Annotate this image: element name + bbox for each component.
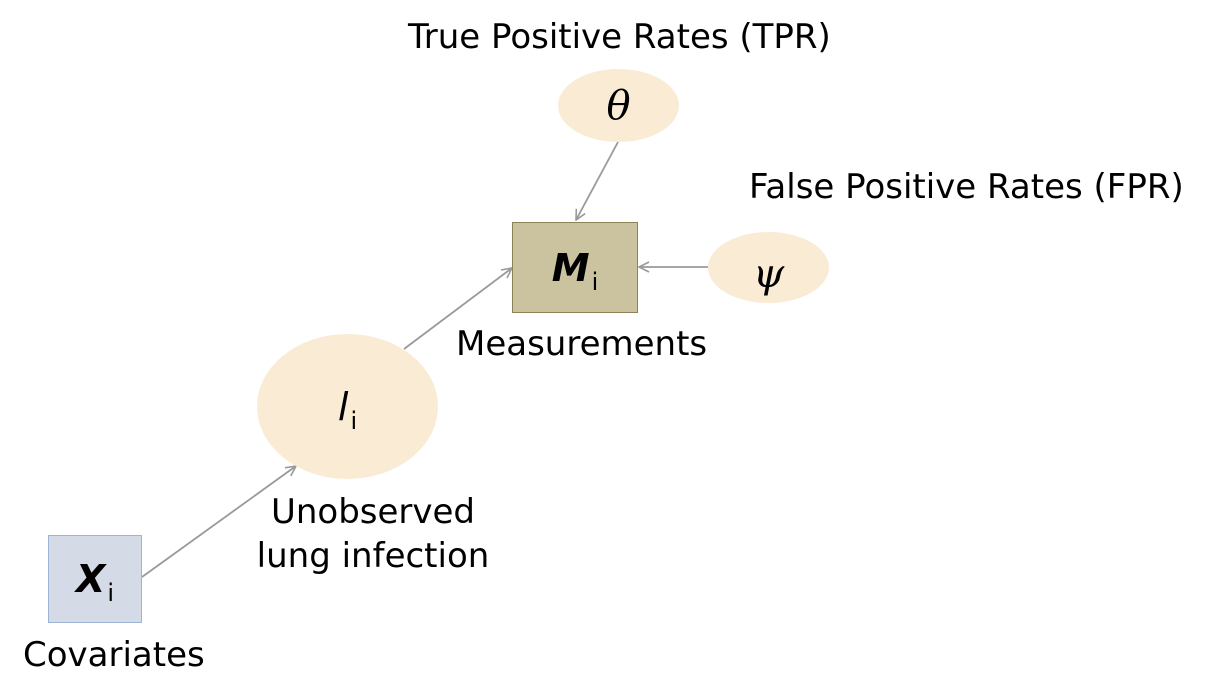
edge-x-to-l (141, 466, 296, 578)
fpr-label: False Positive Rates (FPR) (749, 167, 1184, 207)
unobserved-label-line1: Unobserved (270, 492, 476, 532)
tpr-label: True Positive Rates (TPR) (408, 17, 831, 57)
x-variable: X (76, 557, 106, 601)
edge-theta-to-m (576, 141, 619, 220)
theta-node: θ (558, 69, 679, 142)
covariates-label: Covariates (23, 635, 205, 675)
unobserved-label: Unobserved lung infection (248, 490, 498, 578)
l-variable: l (337, 384, 349, 429)
psi-symbol: ψ (752, 250, 785, 297)
measurements-label: Measurements (456, 324, 708, 364)
edge-l-to-m (403, 268, 512, 350)
x-subscript: i (107, 579, 114, 607)
psi-node: ψ (708, 232, 829, 303)
m-subscript: i (591, 267, 599, 296)
theta-symbol: θ (606, 82, 631, 129)
m-variable: M (551, 245, 590, 290)
unobserved-label-line2: lung infection (256, 536, 490, 577)
l-subscript: i (350, 406, 358, 435)
